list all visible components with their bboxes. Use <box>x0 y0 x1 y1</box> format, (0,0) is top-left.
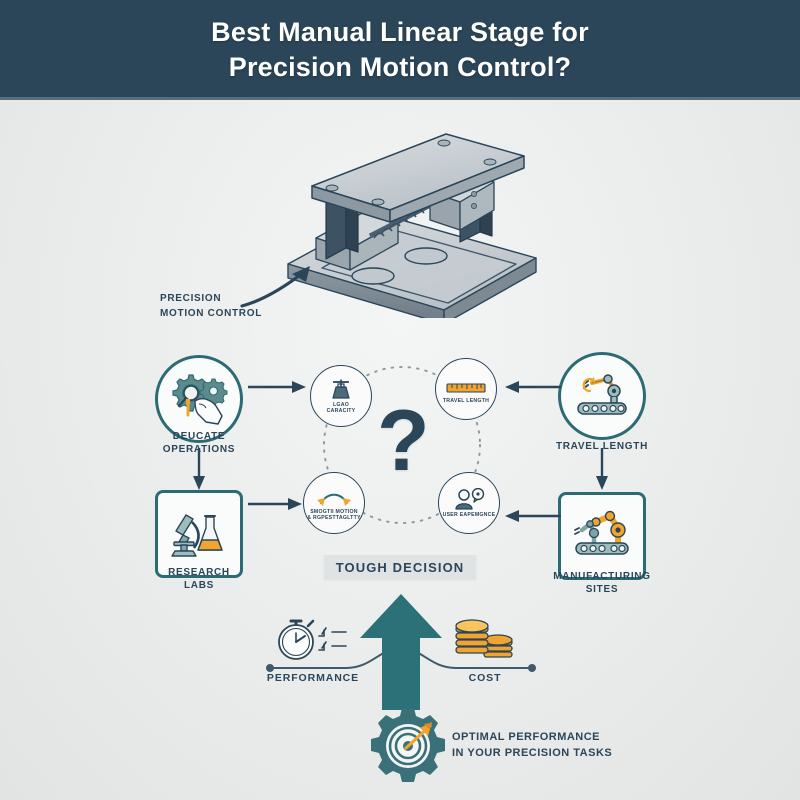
ruler-icon <box>446 374 486 396</box>
arrow-manufacturing-to-user-experience <box>505 508 561 524</box>
page-title-line-1: Best Manual Linear Stage for <box>211 17 589 48</box>
outer-node-research-labs[interactable] <box>155 490 243 578</box>
outer-node-label-travel-length: TRAVEL LENGTH <box>555 441 649 452</box>
inner-node-label: SMOGTII MOTION & RGPESTTAGLTTY <box>307 508 361 521</box>
outer-node-label-research-labs: RESEARCH LABS <box>168 567 230 591</box>
user-speech-bubble-icon <box>453 487 485 510</box>
gear-target-dart-icon <box>368 706 448 786</box>
smooth-motion-arc-icon <box>314 485 354 507</box>
arrow-travel-to-manufacturing <box>594 448 610 492</box>
inner-node-label: USER EAPEMGNCE <box>442 511 496 518</box>
inner-node-smooth-motion[interactable]: SMOGTII MOTION & RGPESTTAGLTTY <box>303 472 365 534</box>
stopwatch-checklist-icon <box>272 612 368 664</box>
arrow-delicate-to-load-capacity <box>248 379 310 395</box>
performance-label: PERFORMANCE <box>266 672 360 684</box>
manual-linear-stage-illustration <box>278 128 548 318</box>
inner-node-label: TRAVEL LENGTH <box>442 397 490 404</box>
arrow-delicate-to-research <box>191 448 207 492</box>
arrow-research-to-smooth-motion <box>248 496 304 512</box>
inner-node-travel-length[interactable]: TRAVEL LENGTH <box>435 358 497 420</box>
outer-node-delicate-operations[interactable] <box>155 355 243 443</box>
arrow-travel-to-inner-travel <box>505 379 561 395</box>
page-title-line-2: Precision Motion Control? <box>228 52 572 82</box>
tough-decision-banner: TOUGH DECISION <box>324 555 476 579</box>
inner-node-load-capacity[interactable]: LGAO CARACITY <box>310 365 372 427</box>
center-dotted-circle <box>317 360 487 530</box>
outer-node-label-manufacturing-sites: MANUFACTURING SITES <box>553 571 651 595</box>
device-callout-arrow-icon <box>238 262 318 310</box>
microscope-flask-icon <box>168 509 230 559</box>
question-mark: ? <box>377 393 430 489</box>
tagline-text: OPTIMAL PERFORMANCE IN YOUR PRECISION TA… <box>452 731 613 759</box>
inner-node-user-experience[interactable]: USER EAPEMGNCE <box>438 472 500 534</box>
inner-node-label: LGAO CARACITY <box>326 401 356 414</box>
up-arrow-icon <box>358 592 444 712</box>
robotic-arms-conveyor-icon <box>570 510 634 562</box>
header-banner: Best Manual Linear Stage for Precision M… <box>0 0 800 100</box>
load-weight-icon <box>328 378 354 400</box>
outer-node-travel-length[interactable] <box>558 352 646 440</box>
gears-magnifier-hand-icon <box>168 371 230 427</box>
cost-label: COST <box>468 672 502 684</box>
coin-stack-icon <box>450 612 520 666</box>
device-callout-label: PRECISION MOTION CONTROL <box>160 293 263 319</box>
robot-arm-conveyor-icon <box>570 369 634 423</box>
outer-node-manufacturing-sites[interactable] <box>558 492 646 580</box>
